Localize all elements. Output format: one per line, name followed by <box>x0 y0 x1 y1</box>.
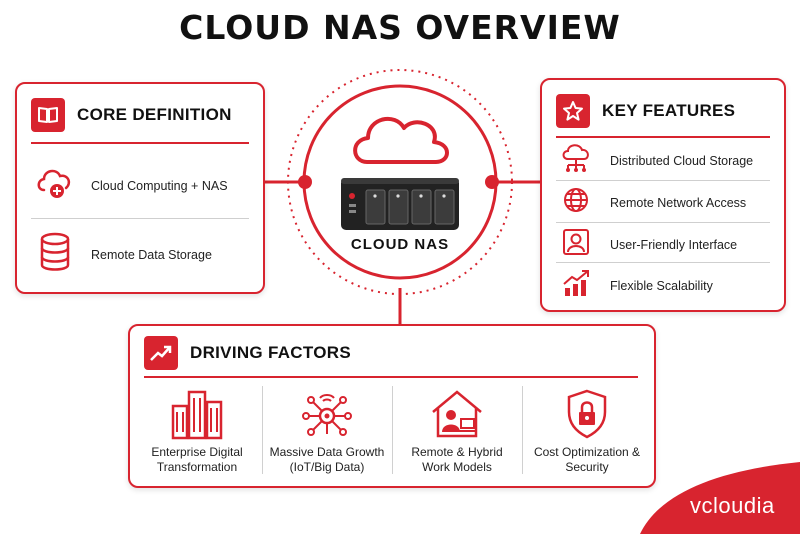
factor-label-line1: Massive Data Growth <box>269 445 385 459</box>
feature-label: Distributed Cloud Storage <box>610 153 754 168</box>
globe-icon <box>562 186 590 219</box>
feature-label: User-Friendly Interface <box>610 237 738 252</box>
star-icon <box>556 94 590 128</box>
list-item: Remote Network Access <box>562 186 746 219</box>
page-title: CLOUD NAS OVERVIEW <box>179 8 621 47</box>
center-label: CLOUD NAS <box>350 236 450 253</box>
driving-factors-title: DRIVING FACTORS <box>190 343 351 362</box>
divider <box>262 386 263 474</box>
core-item-label: Remote Data Storage <box>91 247 212 262</box>
factor-item: Remote & Hybrid Work Models <box>394 388 520 475</box>
feature-label: Flexible Scalability <box>610 278 713 293</box>
factor-label-line2: (IoT/Big Data) <box>289 460 365 474</box>
divider <box>392 386 393 474</box>
factor-label-line2: Security <box>565 460 609 474</box>
feature-label: Remote Network Access <box>610 195 747 210</box>
factor-item: Massive Data Growth (IoT/Big Data) <box>264 388 390 475</box>
divider <box>556 180 770 181</box>
growth-chart-icon <box>562 268 592 303</box>
brand-logo: vcloudia <box>690 493 775 518</box>
key-features-panel: KEY FEATURES Distributed Cloud Storage R… <box>540 78 786 312</box>
divider <box>31 218 249 219</box>
buildings-icon <box>169 390 225 444</box>
factor-label-line2: Transformation <box>156 460 238 474</box>
cloud-icon <box>353 117 449 164</box>
core-definition-panel: CORE DEFINITION Cloud Computing + NAS Re… <box>15 82 265 294</box>
factor-item: Enterprise Digital Transformation <box>136 388 258 475</box>
shield-lock-icon <box>559 389 615 444</box>
driving-factors-panel: DRIVING FACTORS Enterprise Digital Trans… <box>128 324 656 488</box>
factor-label-line1: Enterprise Digital <box>151 445 243 459</box>
core-definition-title: CORE DEFINITION <box>77 105 232 124</box>
factor-label-line1: Cost Optimization & <box>533 445 641 459</box>
nas-device-icon <box>341 178 459 230</box>
dotted-ring <box>287 69 513 295</box>
divider <box>522 386 523 474</box>
divider <box>556 222 770 223</box>
key-features-divider <box>556 136 770 138</box>
database-icon <box>37 232 73 277</box>
user-icon <box>562 228 590 261</box>
list-item: Flexible Scalability <box>562 268 713 303</box>
cloud-network-icon <box>560 142 592 179</box>
list-item: Remote Data Storage <box>37 232 212 277</box>
factor-label-line1: Remote & Hybrid <box>411 445 503 459</box>
dot-right <box>485 175 499 189</box>
book-icon <box>31 98 65 132</box>
cloud-plus-icon <box>35 166 75 205</box>
list-item: User-Friendly Interface <box>562 228 737 261</box>
trend-up-icon <box>144 336 178 370</box>
factor-label-line2: Work Models <box>422 460 492 474</box>
home-office-icon <box>429 390 485 444</box>
iot-hub-icon <box>299 394 355 444</box>
list-item: Cloud Computing + NAS <box>35 166 228 205</box>
divider <box>556 262 770 263</box>
key-features-title: KEY FEATURES <box>602 101 736 120</box>
list-item: Distributed Cloud Storage <box>560 142 753 179</box>
core-item-label: Cloud Computing + NAS <box>91 178 228 193</box>
factor-item: Cost Optimization & Security <box>524 388 650 475</box>
core-definition-divider <box>31 142 249 144</box>
driving-factors-divider <box>144 376 638 378</box>
dot-left <box>298 175 312 189</box>
